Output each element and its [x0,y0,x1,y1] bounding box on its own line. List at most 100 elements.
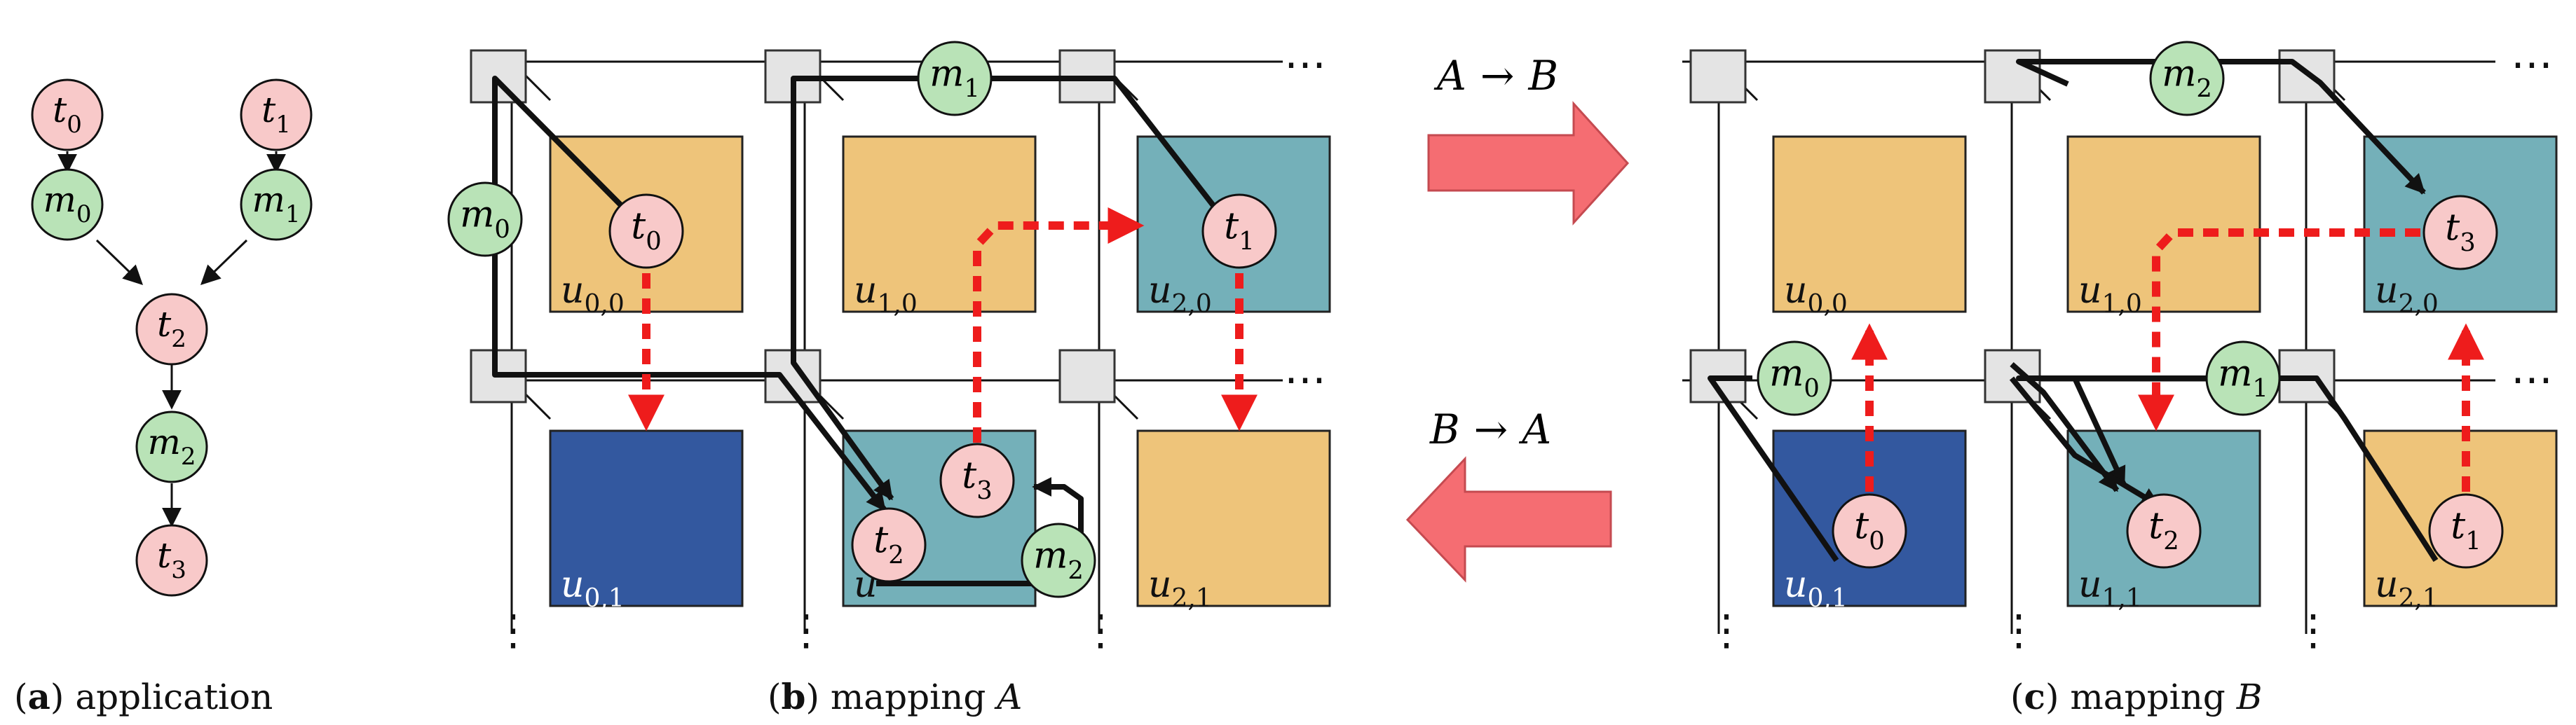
app-nodes: t0 t1 m0 m1 t2 m2 t3 [31,78,313,597]
tile-label-u01: u0,1 [1784,564,1848,613]
route-m1-a [791,76,1222,501]
node-circle [135,524,208,597]
task-node-t3: t3 [939,443,1015,518]
node-label: t3 [157,535,186,584]
ellipsis-v-col2-b: ⋮ [2292,606,2334,655]
node-label: t3 [962,455,992,505]
ellipsis-v-col1-a: ⋮ [785,606,827,655]
node-circle [851,507,927,583]
node-circle [31,78,104,151]
message-node-m0: m0 [1757,340,1832,416]
node-label: m1 [2218,352,2268,403]
task-node-t3: t3 [2422,195,2498,270]
node-label: t2 [157,304,186,353]
block-arrow-left-icon [1405,456,1612,583]
task-node-t2: t2 [2126,493,2202,569]
node-circle [2428,493,2504,569]
ellipsis-h-row1-b: ⋯ [2511,355,2553,404]
route-m0-b [1708,375,1839,562]
node-label: t1 [261,90,291,139]
tile-u10-b [2066,135,2261,313]
edge-m1-t2 [200,239,248,285]
tile-label-u00: u0,0 [561,270,625,319]
router-00-b [1689,49,1747,104]
ellipsis-v-col0-a: ⋮ [492,606,534,655]
message-node-m0: m0 [447,181,523,257]
node-circle [1201,193,1277,269]
node-circle [135,293,208,366]
node-circle [240,78,313,151]
router-10-b [1984,49,2041,104]
ellipsis-v-col1-b: ⋮ [1998,606,2040,655]
node-label: m2 [147,422,196,471]
message-node-m2: m2 [2149,41,2225,116]
tile-u00-b [1772,135,1967,313]
route-m0-b-2 [2009,376,2161,509]
routes-red-a [628,207,1258,443]
task-node-t3: t3 [135,524,208,597]
node-label: t1 [1224,205,1254,256]
node-label: m1 [252,179,300,228]
caption-a: (a) application [14,676,273,717]
ellipsis-b: ⋯ ⋯ ⋮ ⋮ ⋮ [1705,40,2553,655]
node-label: m2 [1033,534,1084,585]
tile-label-u21: u2,1 [2375,564,2439,613]
node-circle [2422,195,2498,270]
transition-backward-label: B→A [1429,406,1551,453]
task-node-t0: t0 [608,193,684,269]
node-label: t2 [873,519,904,569]
node-label: t3 [2445,207,2475,257]
transitions: A→B B→A [1405,52,1630,583]
transition-forward-label: A→B [1433,52,1558,99]
tile-label-u11: u1,1 [2078,564,2142,613]
node-circle [939,443,1015,518]
node-circle [240,168,313,241]
mesh-wires-a [491,60,1283,634]
red-route-t3-b [2138,228,2420,431]
message-node-m1: m1 [2205,340,2281,416]
ellipsis-h-row0-b: ⋯ [2511,40,2553,89]
task-node-t2: t2 [135,293,208,366]
red-route-t3-a [973,207,1145,443]
node-label: m0 [460,193,510,244]
node-label: t0 [1854,505,1884,555]
message-node-m2: m2 [135,410,208,483]
task-node-t0: t0 [1832,493,1907,569]
node-circle [1757,340,1832,416]
node-label: t0 [631,205,661,256]
task-node-t1: t1 [1201,193,1277,269]
node-circle [2149,41,2225,116]
router-20-b [2278,49,2336,104]
node-circle [447,181,523,257]
block-arrow-right-icon [1427,101,1630,226]
tile-label-u00: u0,0 [1784,270,1848,319]
message-node-m0: m0 [31,168,104,241]
task-node-t0: t0 [31,78,104,151]
node-circle [31,168,104,241]
task-node-t1: t1 [240,78,313,151]
message-node-m1: m1 [240,168,313,241]
route-m1-b-2 [2010,362,2120,492]
node-label: m2 [2162,53,2212,103]
routes-red-b [1851,228,2484,492]
node-circle [1832,493,1907,569]
task-node-t1: t1 [2428,493,2504,569]
node-label: m0 [43,179,91,228]
tile-label-u21: u2,1 [1148,564,1212,613]
app-edges [57,151,286,527]
route-m0-a [492,76,887,512]
tile-label-u10: u1,0 [2078,270,2142,319]
caption-b: (b) mapping A [768,676,1022,717]
node-label: m1 [929,53,980,103]
node-label: m0 [1769,352,1820,403]
node-label: t2 [2148,505,2179,555]
tile-label-u10: u1,0 [854,270,918,319]
node-circle [608,193,684,269]
node-circle [1021,523,1096,598]
application-graph: t0 t1 m0 m1 t2 m2 t3 [31,78,313,597]
ellipsis-v-col0-b: ⋮ [1705,606,1747,655]
